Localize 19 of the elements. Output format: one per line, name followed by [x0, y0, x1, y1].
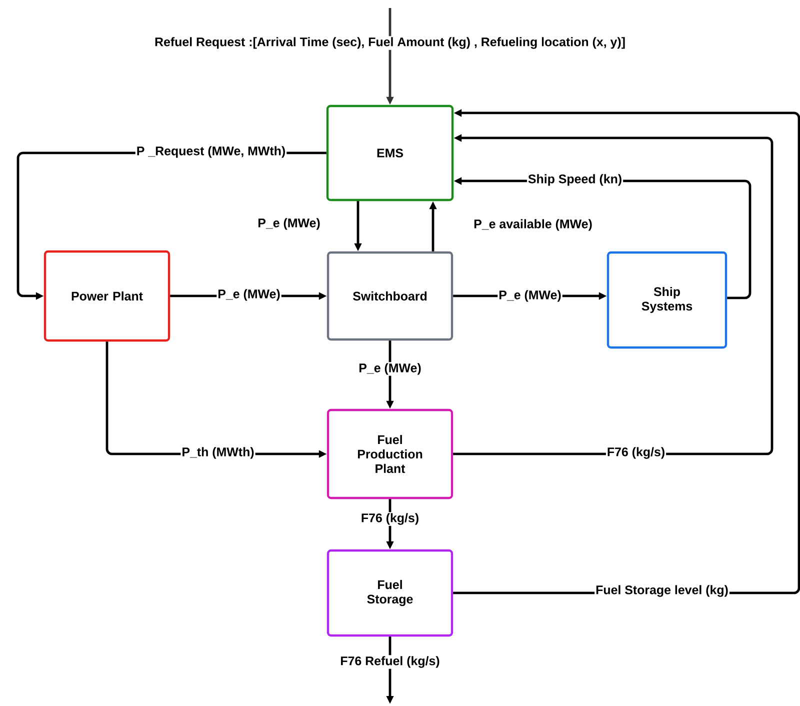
- edge-label: P_th (MWth): [180, 446, 256, 460]
- edge-label: P _Request (MWe, MWth): [135, 145, 287, 159]
- process-box: Ship Systems: [606, 251, 728, 349]
- edge-label: F76 (kg/s): [606, 446, 666, 460]
- edge-label: P_e (MWe): [258, 218, 320, 230]
- process-box: Fuel Storage: [326, 549, 454, 637]
- edge-label: P_e (MWe): [216, 288, 282, 302]
- edge-label: F76 Refuel (kg/s): [339, 655, 441, 669]
- edge-label: P_e available (MWe): [474, 219, 592, 231]
- edge-label: P_e (MWe): [498, 289, 562, 303]
- process-box: Power Plant: [44, 250, 170, 342]
- process-box: EMS: [326, 104, 454, 202]
- edge-label: F76 (kg/s): [360, 512, 420, 526]
- edge-label: Refuel Request :[Arrival Time (sec), Fuel Amount (kg) , Refueling location (x, y)]: [154, 36, 626, 50]
- edge-label: Ship Speed (kn): [526, 173, 624, 187]
- process-box: Fuel Production Plant: [326, 408, 454, 500]
- edge-label: P_e (MWe): [358, 362, 422, 376]
- process-box: Switchboard: [326, 251, 454, 341]
- edge-label: Fuel Storage level (kg): [594, 584, 730, 598]
